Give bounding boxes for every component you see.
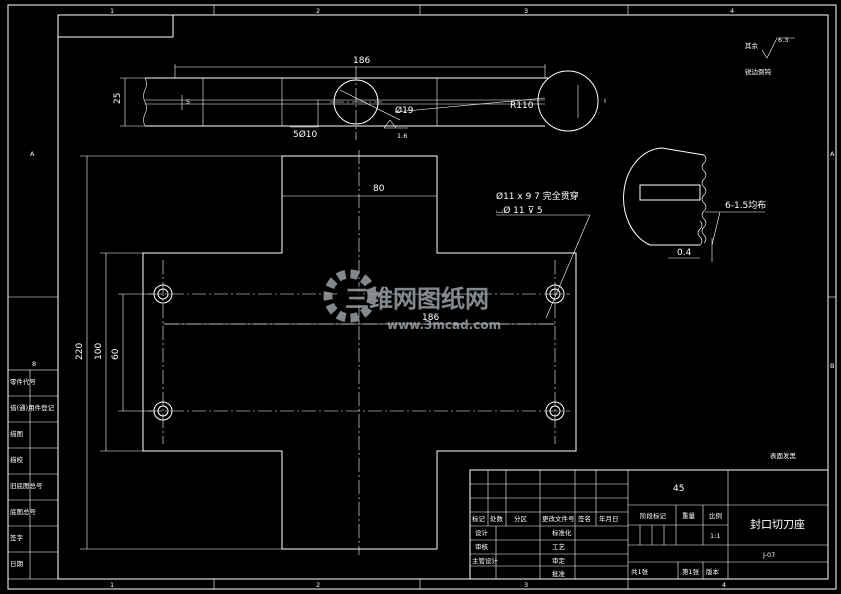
row-label-a-right: A — [830, 150, 835, 158]
stage-headers: 阶段标记 重量 比例 — [640, 511, 722, 520]
col-label-1: 1 — [110, 7, 114, 15]
title-block — [469, 469, 829, 580]
sheet-total: 共1张 — [631, 567, 649, 576]
dim-overall: 186 — [353, 56, 370, 66]
dim-slot: 5 — [186, 98, 190, 106]
left-table-row: 描校 — [10, 455, 24, 464]
sign-rows: 设计 标准化 审核 工艺 主管设计 审定 批准 — [472, 528, 572, 578]
corner-box — [57, 14, 174, 38]
stage-header: 比例 — [709, 511, 722, 520]
revision-headers: 标记 处数 分区 更改文件号 签名 年月日 — [472, 514, 619, 523]
left-table-row: 零件代号 — [10, 377, 37, 386]
watermark-name: 三维网图纸网 — [345, 285, 489, 313]
sign-row: 工艺 — [552, 543, 566, 551]
gear-icon — [323, 269, 377, 323]
row-label-b-right: B — [830, 362, 834, 370]
roughness-value: 1.6 — [397, 132, 407, 140]
stage-header: 阶段标记 — [640, 511, 667, 520]
watermark-url: www.3mcad.com — [387, 318, 501, 332]
rev-header: 签名 — [578, 514, 591, 523]
rev-header: 处数 — [490, 514, 504, 523]
left-table-top: 8 — [32, 360, 36, 368]
dim-slot-width: 5Ø10 — [293, 129, 318, 140]
roughness-label: 其余 — [745, 41, 759, 50]
dim-hole-pitch: 186 — [422, 313, 439, 323]
rev-header: 更改文件号 — [542, 514, 575, 523]
material: 45 — [673, 484, 684, 494]
hole-note-2: ⌴Ø 11 ⊽ 5 — [496, 205, 543, 216]
version: 版本 — [706, 567, 720, 576]
dim-top-width: 80 — [373, 184, 385, 194]
rev-header: 分区 — [514, 514, 528, 523]
scale: 1:1 — [710, 532, 720, 540]
col-label-3: 3 — [524, 7, 528, 15]
watermark: 三维网图纸网 www.3mcad.com — [323, 269, 501, 332]
roughness-note — [761, 37, 795, 59]
zone-ticks — [8, 5, 836, 589]
detail-mark: I — [604, 97, 606, 105]
roughness-note-value: 6.3 — [778, 36, 788, 44]
left-table-row: 借(通)用件登记 — [10, 403, 55, 412]
left-table-row: 旧底图总号 — [10, 481, 43, 490]
sheet-no: 第1张 — [682, 567, 700, 576]
left-table — [7, 369, 59, 580]
detail-dim: 0.4 — [677, 248, 692, 258]
row-label-a: A — [30, 150, 35, 158]
sign-row: 批准 — [552, 569, 566, 578]
dim-mid-height: 100 — [94, 343, 104, 360]
dim-hole-vpitch: 60 — [111, 348, 121, 360]
rev-header: 标记 — [472, 514, 486, 523]
drawing-no: J-07 — [762, 551, 775, 559]
surface-note: 表面发黑 — [770, 451, 797, 460]
col-label-4-bottom: 4 — [722, 581, 726, 589]
dim-radius: R110 — [510, 101, 534, 111]
dim-height: 25 — [113, 93, 123, 104]
sign-row: 主管设计 — [472, 556, 499, 565]
part-name: 封口切刀座 — [750, 517, 805, 531]
col-label-1-bottom: 1 — [110, 581, 114, 589]
left-table-labels: 零件代号 借(通)用件登记 描图 描校 旧底图总号 底图总号 签字 日期 — [10, 377, 55, 568]
left-table-row: 底图总号 — [10, 507, 37, 516]
rev-header: 年月日 — [599, 514, 619, 523]
col-label-3-bottom: 3 — [524, 581, 528, 589]
sign-row: 审定 — [552, 556, 566, 565]
dim-total-height: 220 — [75, 343, 85, 360]
thread-note: 6-1.5均布 — [725, 199, 766, 211]
hole-note-1: Ø11 x 9 7 完全贯穿 — [496, 190, 579, 202]
col-label-2: 2 — [316, 7, 320, 15]
sign-row: 设计 — [475, 528, 489, 537]
left-table-row: 日期 — [10, 560, 24, 568]
roughness-sub: 锐边倒钝 — [745, 67, 772, 76]
top-view — [120, 64, 599, 140]
left-table-row: 签字 — [10, 533, 24, 542]
stage-header: 重量 — [682, 512, 696, 520]
col-label-4: 4 — [730, 7, 734, 15]
sign-row: 审核 — [475, 542, 489, 551]
dim-hole-diameter: Ø19 — [395, 105, 414, 116]
col-label-2-bottom: 2 — [316, 581, 320, 589]
sign-row: 标准化 — [552, 528, 572, 537]
left-table-row: 描图 — [10, 429, 23, 438]
detail-view — [623, 147, 765, 262]
